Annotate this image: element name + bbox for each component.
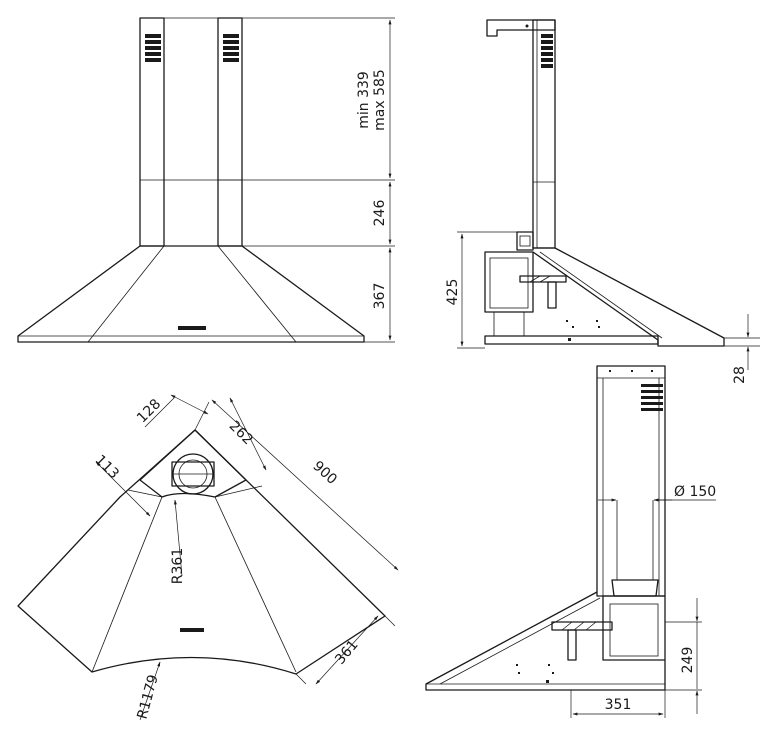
- dim-246: 246: [372, 200, 388, 227]
- dim-r1179: R1179: [135, 673, 162, 721]
- dim-425: 425: [445, 279, 461, 306]
- top-outline: [17, 429, 386, 675]
- top-control-panel: [180, 628, 204, 632]
- front-view: min 339 max 585 246 367: [17, 17, 395, 343]
- dim-249: 249: [680, 647, 696, 674]
- top-view: 128 262 113 900 R361 361 R1179: [17, 394, 399, 721]
- duct-outlet-icon: [171, 453, 215, 495]
- section-vent-grille-icon: [641, 384, 663, 411]
- front-control-panel: [178, 326, 206, 330]
- section-view: Ø 150 249 351: [425, 365, 716, 718]
- dim-diameter-150: Ø 150: [674, 484, 716, 500]
- dim-28: 28: [732, 366, 748, 384]
- vent-grille-icon: [145, 34, 239, 62]
- dim-367: 367: [372, 283, 388, 310]
- dim-128: 128: [134, 396, 164, 426]
- section-canopy: [425, 591, 666, 691]
- side-top-bracket: [486, 19, 556, 37]
- side-vent-grille-icon: [541, 34, 553, 68]
- dim-min-339: min 339: [356, 71, 372, 129]
- dim-351: 351: [605, 697, 632, 713]
- dim-113: 113: [92, 452, 122, 482]
- dim-361: 361: [332, 637, 361, 668]
- dim-r361: R361: [170, 548, 186, 584]
- side-canopy: [532, 247, 725, 347]
- dim-262: 262: [226, 418, 256, 448]
- side-filter: [484, 335, 659, 345]
- dim-max-585: max 585: [372, 69, 388, 131]
- side-view: 425 28: [445, 19, 760, 384]
- dim-900: 900: [309, 458, 340, 488]
- section-chimney: [596, 365, 666, 597]
